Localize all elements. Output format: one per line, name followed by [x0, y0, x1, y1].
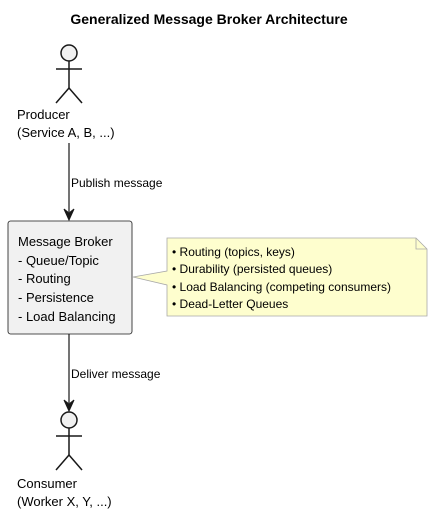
broker-item: - Load Balancing: [18, 309, 116, 324]
broker-note: • Routing (topics, keys) • Durability (p…: [132, 237, 428, 317]
message-broker-node: Message Broker - Queue/Topic - Routing -…: [7, 220, 133, 335]
publish-arrowhead: [63, 208, 75, 222]
message-broker-box: [7, 220, 133, 335]
consumer-stick-figure-icon: [55, 411, 83, 471]
note-item: • Load Balancing (competing consumers): [172, 280, 391, 294]
consumer-actor: Consumer (Worker X, Y, ...): [17, 411, 112, 509]
deliver-edge: Deliver message: [63, 334, 161, 413]
note-fold-corner: [415, 238, 427, 250]
note-item: • Dead-Letter Queues: [172, 297, 288, 311]
note-item: • Routing (topics, keys): [172, 245, 295, 259]
producer-actor: Producer (Service A, B, ...): [17, 44, 115, 140]
publish-edge-label: Publish message: [71, 176, 163, 190]
deliver-arrowhead: [63, 399, 75, 413]
producer-name: Producer: [17, 107, 70, 122]
producer-detail: (Service A, B, ...): [17, 125, 115, 140]
producer-stick-figure-icon: [55, 44, 83, 104]
note-item: • Durability (persisted queues): [172, 262, 332, 276]
deliver-edge-label: Deliver message: [71, 367, 161, 381]
broker-item: - Queue/Topic: [18, 253, 99, 268]
broker-item: - Persistence: [18, 290, 94, 305]
message-broker-title: Message Broker: [18, 234, 113, 249]
note-shape: [132, 237, 428, 317]
broker-item: - Routing: [18, 271, 71, 286]
publish-edge: Publish message: [63, 143, 163, 222]
consumer-name: Consumer: [17, 476, 78, 491]
consumer-detail: (Worker X, Y, ...): [17, 494, 112, 509]
diagram-title: Generalized Message Broker Architecture: [70, 11, 347, 27]
